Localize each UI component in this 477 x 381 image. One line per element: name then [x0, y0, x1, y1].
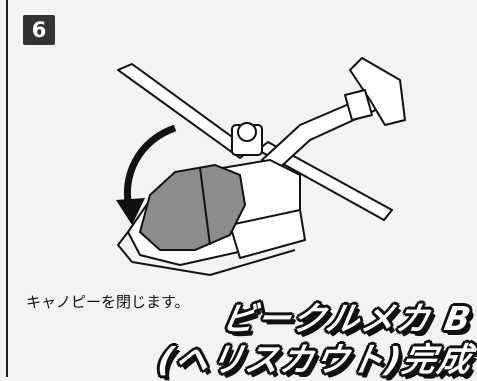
rotation-arrowhead [116, 198, 145, 225]
canopy-frame [199, 167, 211, 246]
rotor-blade-front [117, 63, 251, 159]
tail-fin [349, 57, 406, 126]
skid-right [209, 249, 296, 276]
tail-rotor [344, 89, 373, 121]
step-number: 6 [31, 18, 47, 42]
skid-left [131, 261, 211, 276]
rotor-cap [237, 122, 257, 142]
instruction-text: キャノピーを閉じます。 [26, 293, 190, 311]
step-number-badge: 6 [23, 15, 55, 45]
left-margin-rule [6, 0, 8, 377]
side-pod [229, 209, 306, 259]
nose-detail [116, 231, 133, 263]
rotor-blade-rear [257, 141, 393, 221]
canopy [138, 163, 247, 251]
completion-title-line2: (ヘリスカウト)完成 [154, 340, 476, 379]
